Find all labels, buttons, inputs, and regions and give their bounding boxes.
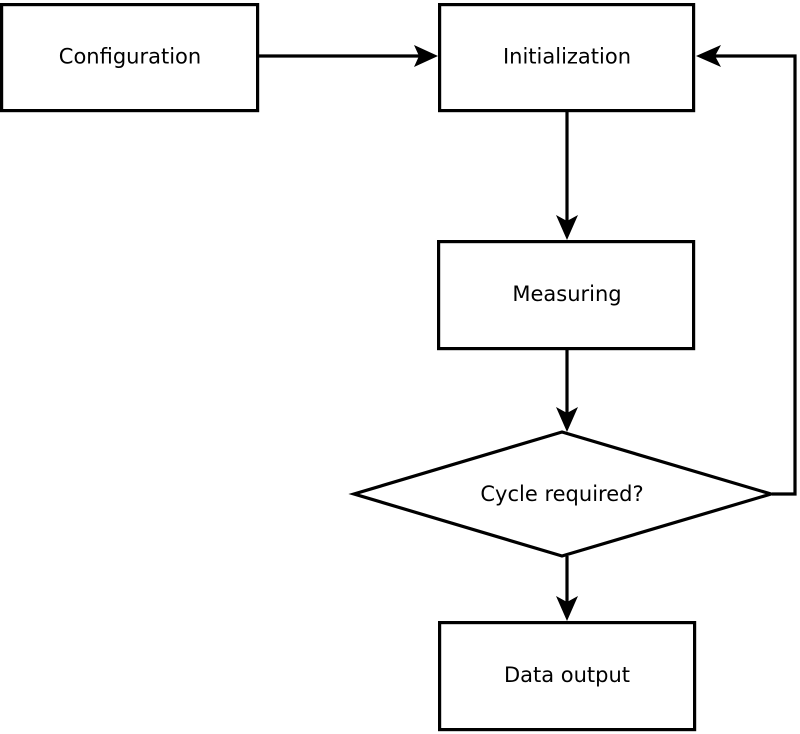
edge-cycle-data-output-arrowhead: [556, 596, 578, 621]
node-data-output-shape[interactable]: [438, 620, 697, 732]
node-measuring[interactable]: Measuring: [437, 240, 696, 351]
node-cycle-required[interactable]: Cycle required?: [348, 430, 777, 558]
edge-cycle-initialization-arrowhead: [696, 45, 721, 67]
node-data-output-label: Data output: [504, 663, 630, 687]
node-initialization-label: Initialization: [503, 45, 631, 69]
edge-initialization-measuring: [556, 111, 578, 240]
edge-initialization-measuring-arrowhead: [556, 215, 578, 240]
node-data-output[interactable]: Data output: [438, 620, 697, 732]
node-configuration[interactable]: Configuration: [0, 2, 260, 113]
node-configuration-shape[interactable]: [0, 2, 260, 113]
edge-cycle-data-output: [556, 556, 578, 621]
node-cycle-required-shape[interactable]: [348, 430, 777, 558]
node-initialization-shape[interactable]: [438, 2, 696, 113]
node-measuring-shape[interactable]: [437, 240, 696, 351]
edge-configuration-initialization: [259, 45, 438, 67]
node-cycle-required-label: Cycle required?: [480, 482, 643, 506]
node-initialization[interactable]: Initialization: [438, 2, 696, 113]
edge-measuring-cycle-arrowhead: [556, 407, 578, 432]
edge-measuring-cycle: [556, 350, 578, 432]
node-measuring-label: Measuring: [512, 282, 621, 306]
edge-cycle-initialization-line: [709, 54, 797, 496]
edge-cycle-initialization: [696, 45, 797, 496]
node-configuration-label: Configuration: [59, 45, 201, 69]
edge-configuration-initialization-arrowhead: [414, 45, 438, 67]
